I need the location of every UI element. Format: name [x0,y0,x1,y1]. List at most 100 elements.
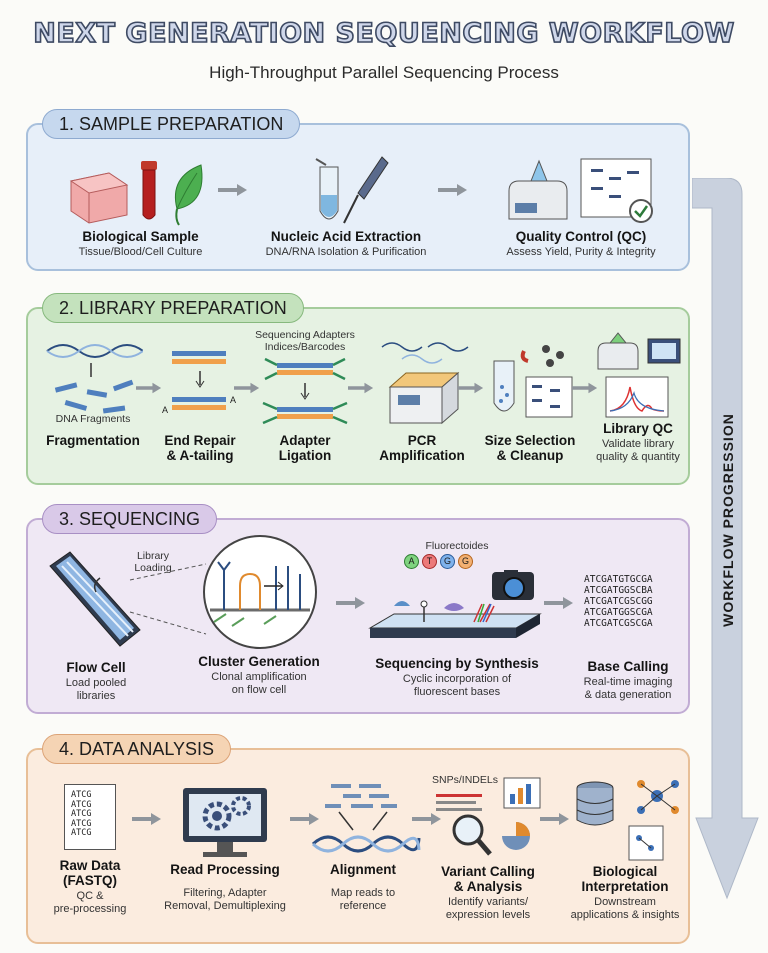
step-variant-calling: SNPs/INDELs Variant Calling & Analysis I… [428,774,548,921]
svg-text:A: A [230,395,236,405]
step-title-line2: Interpretation [581,879,669,894]
section-library-preparation: 2. LIBRARY PREPARATION DNA Fragments Fra… [26,293,690,485]
variant-analysis-icon [436,777,541,856]
step-subtitle-line2: applications & insights [570,908,680,921]
step-subtitle: Identify variants/ [447,896,529,908]
step-title: Biological Sample [82,229,199,244]
base-t: T [422,554,437,569]
step-title: Flow Cell [66,660,126,675]
size-selection-icon [493,345,573,418]
read-alignment-icon [311,784,421,853]
fluor-bases: A T G G [364,552,550,570]
flow-cell-icon [49,551,141,647]
step-subtitle: Filtering, Adapter [183,887,267,899]
step-title: Read Processing [170,862,280,877]
step-subtitle-line2: expression levels [445,908,531,921]
step-title-line2: Ligation [278,448,332,463]
section-sample-preparation: 1. SAMPLE PREPARATION Biological Sample … [26,109,690,271]
step-subtitle: Validate library [602,438,674,450]
fluor-note: Fluorectoides [425,540,489,552]
step-adapter-ligation: Sequencing Adapters Indices/Barcodes Ada… [246,329,364,463]
step-subtitle-line2: Removal, Demultiplexing [164,899,286,912]
step-title: Base Calling [587,659,669,674]
step-subtitle: Assess Yield, Purity & Integrity [506,246,656,258]
step-subtitle: Map reads to [330,887,396,899]
arrow-icon [336,596,366,610]
section-label: 4. DATA ANALYSIS [42,734,232,764]
step-raw-data: ATCG ATCG ATCG ATCG ATCG Raw Data (FASTQ… [38,778,142,915]
step-title-line2: & Cleanup [496,448,564,463]
step-title: Sequencing by Synthesis [375,656,539,671]
library-loading-note: Library Loading [134,550,172,574]
step-end-repair: A A End Repair & A-tailing [158,337,242,463]
section-label: 2. LIBRARY PREPARATION [42,293,304,323]
biological-sample-icon [69,161,202,226]
step-flow-cell: Library Loading Flow Cell Load pooled li… [36,544,172,702]
step-cluster-generation: Cluster Generation Clonal amplification … [184,530,334,696]
barcodes-note: Indices/Barcodes [264,341,346,353]
step-sequencing-by-synthesis: Fluorectoides A T G G Sequencing by Synt… [364,540,550,698]
step-title: Biological [592,864,658,879]
tube-pipette-icon [315,156,389,224]
dna-fragments-note: DNA Fragments [55,413,131,425]
base-a: A [404,554,419,569]
step-nucleic-acid-extraction: Nucleic Acid Extraction DNA/RNA Isolatio… [246,151,446,259]
cluster-magnifier-icon [203,535,317,649]
step-alignment: Alignment Map reads to reference [298,778,428,912]
step-title: Nucleic Acid Extraction [270,229,422,244]
step-subtitle-line2: on flow cell [231,683,287,696]
page-title: NEXT GENERATION SEQUENCING WORKFLOW [32,17,735,50]
step-subtitle: Cyclic incorporation of [402,673,512,685]
arrow-icon [544,596,574,610]
step-title: Fragmentation [46,433,140,448]
step-subtitle-line2: libraries [76,689,116,702]
step-biological-interpretation: Biological Interpretation Downstream app… [560,774,690,921]
step-subtitle-line2: quality & quantity [596,450,680,463]
base-calls: ATCGATGTGCGA ATCGATGGSCBA ATCGATCGSCGG A… [584,574,653,629]
step-subtitle: Clonal amplification [211,671,307,683]
step-title: Size Selection [484,433,576,448]
section-sequencing: 3. SEQUENCING Library Loading Flow Cell … [26,504,690,714]
pcr-thermocycler-icon [381,342,469,425]
step-title: Adapter [279,433,331,448]
step-title-line2: Amplification [379,448,465,463]
step-fragmentation: DNA Fragments Fragmentation [38,337,148,448]
zoom-guide-lines [129,563,207,635]
section-label: 1. SAMPLE PREPARATION [42,109,301,139]
library-qc-icon [597,332,681,418]
computer-gears-icon [183,788,267,857]
sbs-chip-icon [368,570,542,638]
fastq-file-icon: ATCG ATCG ATCG ATCG ATCG [64,784,116,850]
svg-text:A: A [162,405,168,415]
base-g1: G [440,554,455,569]
step-title: Raw Data [59,858,121,873]
step-read-processing: Read Processing Filtering, Adapter Remov… [150,778,300,912]
section-data-analysis: 4. DATA ANALYSIS ATCG ATCG ATCG ATCG ATC… [26,734,690,944]
step-subtitle-line2: pre-processing [53,902,127,915]
step-quality-control: Quality Control (QC) Assess Yield, Purit… [476,151,686,259]
step-subtitle: Downstream [594,896,656,908]
step-pcr-amplification: PCR Amplification [368,337,476,463]
step-title: Library QC [603,421,673,436]
base-g2: G [458,554,473,569]
step-title-line2: & Analysis [453,879,523,894]
dna-fragmentation-icon [46,344,143,414]
arrow-icon [218,183,248,197]
step-title: Variant Calling [441,864,535,879]
step-subtitle: Load pooled [65,677,127,689]
step-base-calling: ATCGATGTGCGA ATCGATGGSCBA ATCGATCGSCGG A… [572,574,684,701]
step-title-line2: & A-tailing [166,448,234,463]
step-title: Alignment [330,862,396,877]
step-library-qc: Library QC Validate library quality & qu… [588,329,688,463]
end-repair-icon: A A [162,351,236,415]
step-subtitle: Tissue/Blood/Cell Culture [78,246,203,258]
database-network-icon [576,780,679,861]
section-label: 3. SEQUENCING [42,504,218,534]
adapters-note: Sequencing Adapters [255,329,355,341]
step-title: End Repair [164,433,236,448]
step-title: Cluster Generation [198,654,320,669]
arrow-icon [438,183,468,197]
step-subtitle: DNA/RNA Isolation & Purification [265,246,427,258]
step-subtitle: QC & [76,890,104,902]
step-biological-sample: Biological Sample Tissue/Blood/Cell Cult… [48,151,233,259]
